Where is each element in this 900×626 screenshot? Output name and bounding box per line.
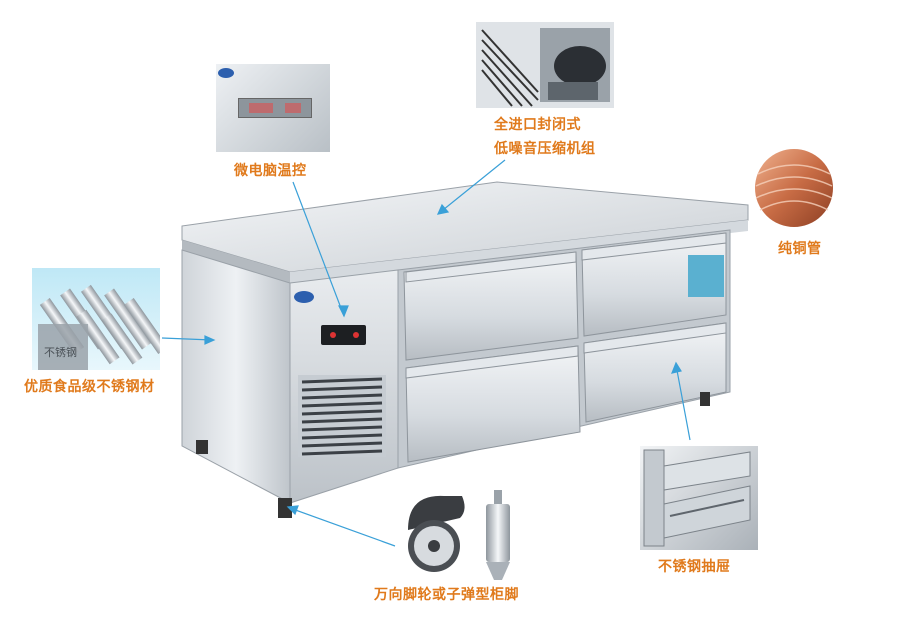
drawer-bottom-right [583, 322, 727, 423]
callout-compressor-line2: 低噪音压缩机组 [494, 141, 596, 157]
ventilation-grille [298, 375, 386, 457]
foot [700, 392, 710, 406]
brand-logo [218, 68, 234, 78]
compressor-inset [476, 22, 614, 108]
sticker [688, 255, 724, 297]
callout-casters: 万向脚轮或子弹型柜脚 [374, 587, 519, 603]
drawer-bottom-left [405, 345, 581, 463]
callout-stainless-drawer: 不锈钢抽屉 [658, 559, 731, 575]
worktop-edge-front [290, 220, 748, 283]
stainless-drawer-inset [640, 446, 758, 550]
callout-compressor-line1: 全进口封闭式 [494, 117, 581, 133]
thermostat-inset [216, 64, 330, 152]
thermostat-panel [238, 98, 312, 118]
stainless-stamp: 不锈钢 [44, 346, 77, 359]
bullet-foot-icon [486, 490, 510, 580]
callout-stainless-material: 优质食品级不锈钢材 [24, 379, 155, 395]
foot [196, 440, 208, 454]
casters-inset [408, 490, 510, 580]
stainless-material-inset: 不锈钢 [32, 268, 160, 370]
steel-block [38, 324, 88, 370]
foot [278, 498, 292, 518]
worktop-edge-left [182, 240, 290, 283]
copper-tube-inset [753, 147, 835, 229]
left-side-panel [181, 249, 291, 504]
thermostat-display [321, 325, 366, 345]
callout-thermostat: 微电脑温控 [234, 163, 307, 179]
caster-wheel-icon [408, 495, 465, 572]
drawer-top-right [581, 232, 727, 337]
leader-lines [161, 159, 691, 547]
brand-logo [294, 291, 314, 303]
drawer-top-left [403, 251, 579, 361]
callout-copper-tube: 纯铜管 [778, 241, 822, 257]
